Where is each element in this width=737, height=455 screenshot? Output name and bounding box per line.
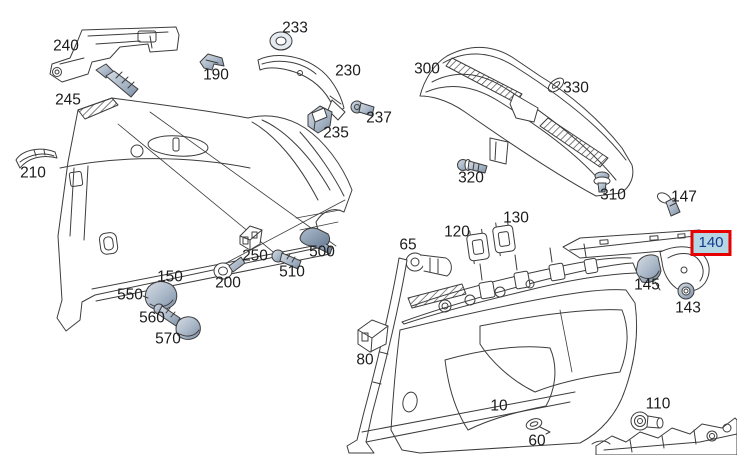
part-graphic-145	[635, 254, 662, 291]
part-graphic-120	[466, 228, 490, 265]
part-graphic-560	[153, 303, 181, 327]
part-label-250[interactable]: 250	[242, 247, 268, 265]
part-label-145[interactable]: 145	[634, 276, 660, 294]
part-label-230[interactable]: 230	[335, 62, 361, 80]
part-label-237[interactable]: 237	[366, 109, 392, 127]
part-graphic-310	[593, 171, 611, 193]
part-graphic-80	[357, 319, 389, 353]
panel-left-trim	[56, 97, 353, 332]
part-graphic-500	[299, 227, 333, 255]
part-graphic-240	[49, 26, 180, 83]
part-graphic-320	[457, 159, 488, 174]
part-graphic-65	[405, 252, 452, 277]
part-label-510[interactable]: 510	[279, 263, 305, 281]
part-label-550[interactable]: 550	[117, 286, 143, 304]
part-label-560[interactable]: 560	[139, 309, 165, 327]
part-label-143[interactable]: 143	[675, 299, 701, 317]
part-label-570[interactable]: 570	[155, 330, 181, 348]
part-graphic-510	[271, 249, 302, 270]
part-graphic-210	[15, 148, 58, 169]
part-label-150[interactable]: 150	[157, 268, 183, 286]
part-label-245[interactable]: 245	[55, 91, 81, 109]
part-label-310[interactable]: 310	[600, 186, 626, 204]
part-label-120[interactable]: 120	[444, 223, 470, 241]
part-graphic-250	[239, 225, 263, 251]
part-label-240[interactable]: 240	[53, 37, 79, 55]
part-graphic-110	[630, 411, 664, 431]
panel-right-mechanisms	[401, 243, 638, 325]
part-label-500[interactable]: 500	[309, 243, 335, 261]
part-graphic-130	[492, 220, 516, 257]
part-graphic-230	[257, 55, 346, 121]
part-label-140-selected[interactable]: 140	[690, 230, 732, 256]
part-label-65[interactable]: 65	[399, 236, 417, 254]
part-graphic-237	[350, 100, 375, 117]
part-label-190[interactable]: 190	[203, 66, 229, 84]
part-label-320[interactable]: 320	[458, 169, 484, 187]
part-label-330[interactable]: 330	[563, 79, 589, 97]
part-label-300[interactable]: 300	[414, 60, 440, 78]
part-label-130[interactable]: 130	[503, 209, 529, 227]
part-graphic-147	[656, 192, 681, 217]
part-graphic-330	[547, 77, 565, 93]
part-graphic-300	[419, 47, 634, 197]
part-graphic-235	[307, 105, 333, 134]
part-label-233[interactable]: 233	[282, 19, 308, 37]
part-graphic-190	[199, 53, 225, 71]
part-graphic-60	[525, 418, 551, 435]
part-label-200[interactable]: 200	[215, 274, 241, 292]
part-label-147[interactable]: 147	[671, 188, 697, 206]
part-graphic-bottom-bracket	[591, 417, 737, 455]
part-label-60[interactable]: 60	[528, 432, 546, 450]
part-label-210[interactable]: 210	[20, 164, 46, 182]
part-label-110[interactable]: 110	[645, 395, 671, 413]
part-label-235[interactable]: 235	[323, 124, 349, 142]
part-graphic-143	[677, 282, 695, 300]
part-label-80[interactable]: 80	[356, 351, 374, 369]
part-graphic-140	[562, 229, 710, 292]
part-label-10[interactable]: 10	[490, 397, 508, 415]
panel-right-trim	[346, 257, 637, 454]
part-graphic-233	[269, 31, 293, 51]
part-graphic-245	[95, 63, 139, 98]
part-graphic-200	[213, 199, 346, 280]
part-graphic-570	[175, 316, 201, 340]
